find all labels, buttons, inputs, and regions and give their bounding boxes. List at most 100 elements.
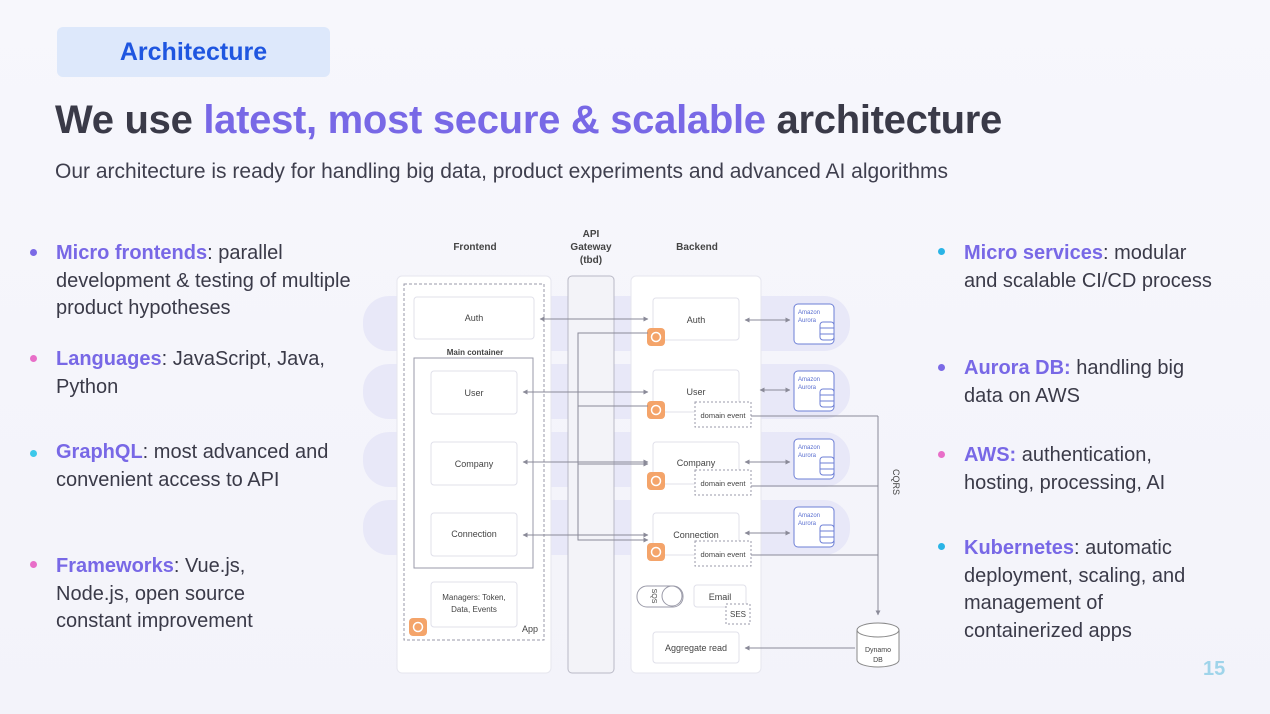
col-gateway-label-3: (tbd)	[580, 255, 602, 266]
aurora-aurora-label: Aurora	[798, 385, 817, 391]
bullet-text: most advanced and convenient access to A…	[56, 441, 329, 491]
bullet-dot	[938, 451, 945, 458]
sqs-label: SQS	[650, 589, 657, 604]
bullet-term: Languages	[56, 348, 162, 370]
bullet-sep: :	[161, 348, 168, 370]
be-connection-orange-icon	[646, 542, 666, 562]
col-gateway-label-2: Gateway	[570, 242, 612, 253]
be-user-label: User	[686, 387, 705, 397]
page-number: 15	[1203, 658, 1226, 680]
bullet-dot	[30, 355, 37, 362]
fe-managers-label-1: Managers: Token,	[442, 593, 505, 602]
bullet-sep: :	[207, 242, 213, 264]
aurora-db-user: Amazon Aurora	[793, 370, 835, 412]
be-aggregate-label: Aggregate read	[665, 643, 727, 653]
domain-event-box-connection	[694, 540, 752, 567]
auth-to-services-line	[577, 332, 649, 467]
aurora-amazon-label: Amazon	[798, 310, 820, 316]
bullet-micro-frontends: Micro frontends: parallel development & …	[56, 240, 356, 323]
bullet-text: handling big data on AWS	[964, 357, 1185, 407]
bullet-text: modular and scalable CI/CD process	[964, 242, 1212, 292]
be-auth-box	[652, 297, 740, 341]
aurora-db-company: Amazon Aurora	[793, 438, 835, 480]
bullet-dot	[938, 248, 945, 255]
section-tag-label: Architecture	[119, 37, 268, 66]
title-prefix: We use	[55, 98, 204, 142]
bullet-aurora-db: Aurora DB: handling big data on AWS	[964, 355, 1224, 410]
be-company-orange-icon	[646, 471, 666, 491]
domain-event-label-company: domain event	[700, 479, 746, 488]
bullet-graphql: GraphQL: most advanced and convenient ac…	[56, 439, 336, 494]
aurora-aurora-label: Aurora	[798, 453, 817, 459]
be-company-label: Company	[677, 458, 716, 468]
bullet-dot	[938, 364, 945, 371]
domain-event-box-user	[694, 401, 752, 428]
fe-auth-label: Auth	[465, 313, 484, 323]
bullet-term: Micro services	[964, 242, 1103, 264]
col-frontend-label: Frontend	[453, 242, 496, 253]
bullet-sep: :	[1074, 537, 1080, 559]
aurora-amazon-label: Amazon	[798, 513, 820, 519]
bullet-dot	[938, 543, 945, 550]
domain-event-label-user: domain event	[700, 411, 746, 420]
fe-managers-label-2: Data, Events	[451, 605, 497, 614]
be-auth-label: Auth	[687, 315, 706, 325]
auth-to-connection-line	[577, 464, 649, 543]
dynamo-label-2: DB	[873, 657, 883, 664]
bullet-micro-services: Micro services: modular and scalable CI/…	[964, 240, 1224, 295]
aurora-db-auth: Amazon Aurora	[793, 303, 835, 345]
bullet-term: GraphQL	[56, 441, 143, 463]
bullet-term: Micro frontends	[56, 242, 208, 264]
bullet-term: AWS:	[964, 444, 1017, 466]
be-user-orange-icon	[646, 400, 666, 420]
ses-label: SES	[730, 610, 746, 619]
bullet-dot	[30, 450, 37, 457]
dynamo-db: Dynamo DB	[856, 622, 900, 668]
app-orange-icon	[408, 617, 428, 637]
title-suffix: architecture	[765, 98, 1003, 142]
aurora-aurora-label: Aurora	[798, 521, 817, 527]
dynamo-label-1: Dynamo	[865, 647, 891, 654]
bullet-text: parallel development & testing of multip…	[56, 242, 351, 319]
be-connection-label: Connection	[673, 530, 719, 540]
section-tag: Architecture	[57, 27, 330, 77]
bullet-text: authentication, hosting, processing, AI	[964, 444, 1166, 494]
bullet-text: JavaScript, Java, Python	[56, 348, 325, 398]
bullet-sep: :	[142, 441, 149, 463]
app-label: App	[522, 624, 538, 634]
bullet-text: automatic deployment, scaling, and manag…	[964, 537, 1186, 642]
aurora-db-connection: Amazon Aurora	[793, 506, 835, 548]
fe-company-box	[430, 441, 518, 486]
domain-event-label-connection: domain event	[700, 550, 746, 559]
bullet-dot	[30, 561, 37, 568]
bullet-languages: Languages: JavaScript, Java, Python	[56, 346, 356, 401]
fe-user-label: User	[464, 388, 483, 398]
main-container-label: Main container	[447, 348, 503, 357]
fe-connection-box	[430, 512, 518, 557]
be-auth-orange-icon	[646, 327, 666, 347]
bullet-sep: :	[173, 555, 180, 577]
be-email-box	[693, 584, 747, 608]
domain-event-box-company	[694, 469, 752, 496]
cqrs-label: CQRS	[891, 469, 901, 495]
gateway-panel	[567, 275, 615, 674]
bullet-text: Vue.js, Node.js, open source constant im…	[56, 555, 253, 632]
connectors	[522, 316, 881, 651]
page-title: We use latest, most secure & scalable ar…	[55, 98, 1002, 143]
aurora-amazon-label: Amazon	[798, 377, 820, 383]
col-backend-label: Backend	[676, 242, 718, 253]
col-gateway-label-1: API	[583, 229, 600, 240]
sqs-pill-knob	[661, 585, 683, 607]
fe-connection-label: Connection	[451, 529, 497, 539]
page-subtitle: Our architecture is ready for handling b…	[55, 160, 949, 183]
bullet-dot	[30, 249, 37, 256]
title-highlight: latest, most secure & scalable	[203, 98, 766, 142]
bullet-sep: :	[1102, 242, 1109, 264]
bullet-kubernetes: Kubernetes: automatic deployment, scalin…	[964, 535, 1214, 645]
bullet-term: Kubernetes	[964, 537, 1075, 559]
aurora-aurora-label: Aurora	[798, 318, 817, 324]
fe-company-label: Company	[455, 459, 494, 469]
bullet-term: Frameworks	[56, 555, 174, 577]
aurora-amazon-label: Amazon	[798, 445, 820, 451]
